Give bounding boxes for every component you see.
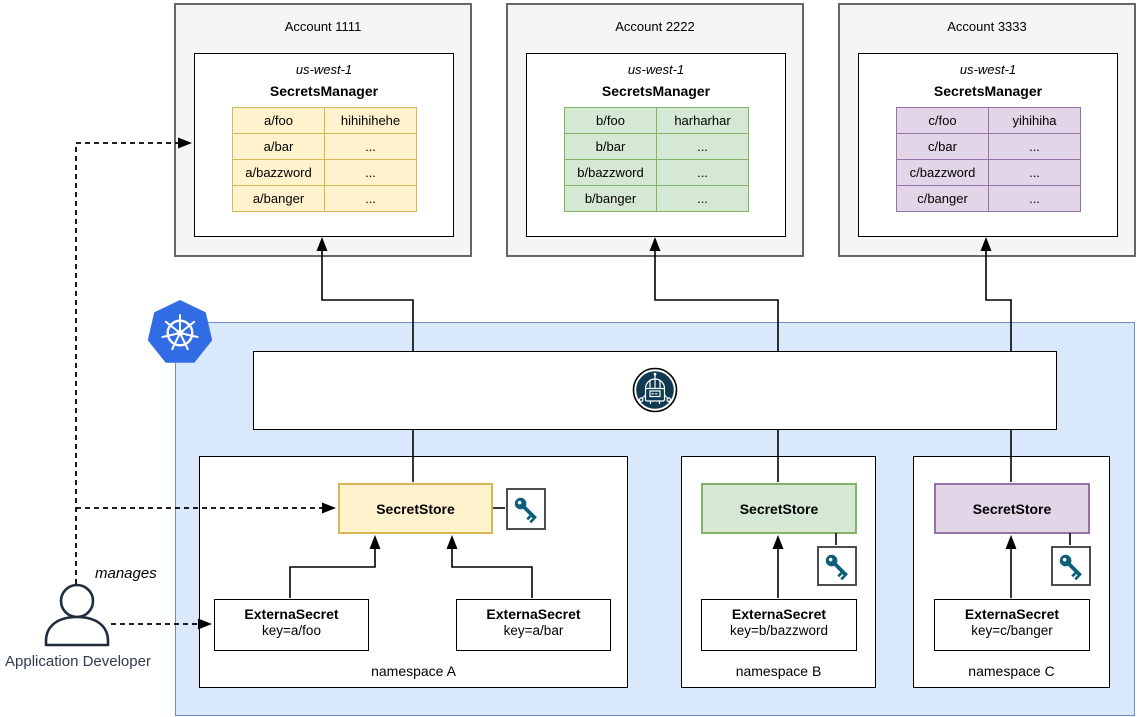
- external-secret-name: ExternaSecret: [486, 606, 581, 622]
- secret-value-cell: ...: [657, 134, 748, 160]
- external-secret-key: key=a/bar: [503, 623, 564, 638]
- person-icon: [44, 583, 110, 647]
- key-icon: [825, 554, 848, 581]
- secret-key-cell: c/banger: [897, 186, 989, 211]
- secret-store-label: SecretStore: [739, 500, 819, 517]
- service-label: SecretsManager: [269, 83, 379, 99]
- external-secret-name: ExternaSecret: [731, 606, 827, 622]
- key-box-c: [1051, 546, 1091, 586]
- secret-key-cell: c/foo: [897, 108, 989, 134]
- secret-store-label: SecretStore: [376, 500, 455, 517]
- secret-key-cell: a/bar: [233, 134, 325, 160]
- service-label: SecretsManager: [601, 83, 711, 99]
- secret-key-cell: a/bazzword: [233, 160, 325, 186]
- secret-value-cell: ...: [325, 160, 416, 186]
- namespace-label: namespace C: [968, 663, 1055, 679]
- account-title: Account 2222: [615, 19, 695, 34]
- service-label: SecretsManager: [933, 83, 1043, 99]
- secret-store-c: SecretStore: [934, 483, 1090, 534]
- secret-key-cell: a/foo: [233, 108, 325, 134]
- secrets-table: a/foo hihihihehe a/bar ... a/bazzword ..…: [232, 107, 417, 212]
- secret-value-cell: ...: [989, 160, 1080, 186]
- secret-key-cell: b/bazzword: [565, 160, 657, 186]
- region-box: us-west-1 SecretsManager a/foo hihihiheh…: [194, 53, 454, 237]
- secret-value-cell: ...: [325, 186, 416, 211]
- external-secret-a-bar: ExternaSecret key=a/bar: [456, 599, 611, 651]
- secret-store-label: SecretStore: [972, 500, 1052, 517]
- key-icon: [1059, 554, 1082, 581]
- account-box-2222: Account 2222 us-west-1 SecretsManager b/…: [506, 3, 804, 257]
- actor-label: Application Developer: [5, 653, 151, 670]
- external-secret-a-foo: ExternaSecret key=a/foo: [214, 599, 369, 651]
- secret-key-cell: a/banger: [233, 186, 325, 211]
- secret-key-cell: b/bar: [565, 134, 657, 160]
- account-title: Account 1111: [284, 19, 362, 34]
- secret-key-cell: c/bazzword: [897, 160, 989, 186]
- account-title: Account 3333: [947, 19, 1027, 34]
- secrets-table: c/foo yihihiha c/bar ... c/bazzword ... …: [896, 107, 1081, 212]
- secrets-table: b/foo harharhar b/bar ... b/bazzword ...…: [564, 107, 749, 212]
- external-secret-key: key=c/banger: [971, 623, 1053, 638]
- key-box-a: [506, 488, 546, 530]
- region-box: us-west-1 SecretsManager b/foo harharhar…: [526, 53, 786, 237]
- secret-value-cell: ...: [989, 134, 1080, 160]
- external-secret-c-banger: ExternaSecret key=c/banger: [934, 599, 1090, 651]
- namespace-label: namespace B: [735, 663, 822, 679]
- kubernetes-logo-icon: [147, 300, 213, 363]
- namespace-b-box: SecretStore ExternaSecret key=b/bazzword…: [681, 456, 876, 688]
- region-label: us-west-1: [627, 62, 685, 77]
- key-box-b: [817, 546, 857, 586]
- secret-value-cell: harharhar: [657, 108, 748, 134]
- external-secrets-operator-icon: [632, 367, 678, 413]
- account-box-1111: Account 1111 us-west-1 SecretsManager a/…: [174, 3, 472, 257]
- namespace-a-box: SecretStore ExternaSecret key=a/foo Exte…: [199, 456, 628, 688]
- external-secret-key: key=b/bazzword: [730, 623, 828, 638]
- region-label: us-west-1: [959, 62, 1017, 77]
- key-icon: [514, 497, 537, 524]
- namespace-c-box: SecretStore ExternaSecret key=c/banger n…: [913, 456, 1110, 688]
- secret-value-cell: ...: [657, 160, 748, 186]
- manages-label: manages: [95, 565, 157, 582]
- secret-store-a: SecretStore: [338, 483, 493, 534]
- secret-key-cell: b/banger: [565, 186, 657, 211]
- namespace-label: namespace A: [371, 663, 456, 679]
- secret-value-cell: yihihiha: [989, 108, 1080, 134]
- external-secret-b-bazzword: ExternaSecret key=b/bazzword: [701, 599, 857, 651]
- secret-value-cell: ...: [657, 186, 748, 211]
- secret-store-b: SecretStore: [701, 483, 857, 534]
- account-box-3333: Account 3333 us-west-1 SecretsManager c/…: [838, 3, 1136, 257]
- secret-key-cell: b/foo: [565, 108, 657, 134]
- region-label: us-west-1: [295, 62, 353, 77]
- secret-value-cell: ...: [989, 186, 1080, 211]
- region-box: us-west-1 SecretsManager c/foo yihihiha …: [858, 53, 1118, 237]
- external-secret-name: ExternaSecret: [244, 606, 339, 622]
- secret-value-cell: hihihihehe: [325, 108, 416, 134]
- external-secret-name: ExternaSecret: [964, 606, 1060, 622]
- secret-value-cell: ...: [325, 134, 416, 160]
- external-secret-key: key=a/foo: [262, 623, 321, 638]
- secret-key-cell: c/bar: [897, 134, 989, 160]
